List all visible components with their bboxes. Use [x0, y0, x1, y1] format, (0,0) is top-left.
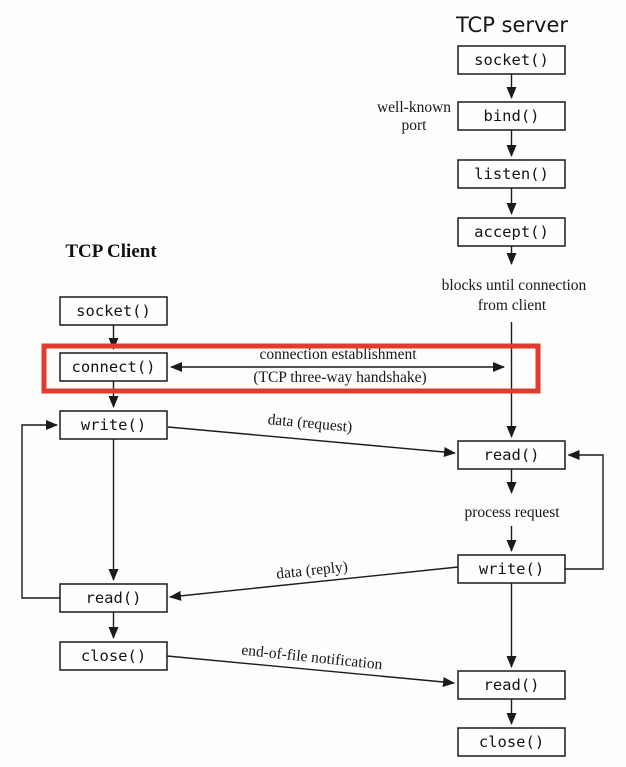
server-accept-node: accept(): [457, 217, 566, 247]
server-loop-write-to-read: [565, 450, 604, 570]
server-write-label: write(): [479, 560, 544, 578]
client-title: TCP Client: [65, 241, 157, 262]
client-socket-node: socket(): [59, 296, 168, 326]
server-listen-box: [457, 159, 566, 189]
server-accept-label: accept(): [474, 223, 549, 241]
highlight-box: [41, 343, 541, 394]
server-close-label: close(): [479, 733, 544, 751]
blocks-label-line2: from client: [478, 297, 547, 314]
server-listen-label: listen(): [474, 165, 549, 183]
server-read2-node: read(): [457, 670, 566, 700]
client-read-box: [59, 583, 168, 613]
server-close-box: [457, 727, 566, 757]
eof-notification-label: end-of-file notification: [241, 642, 384, 674]
process-request-label: process request: [464, 504, 560, 521]
client-connect-node: connect(): [59, 352, 168, 382]
client-write-node: write(): [59, 410, 168, 440]
server-socket-label: socket(): [474, 51, 549, 69]
client-socket-label: socket(): [76, 302, 151, 320]
server-read1-label: read(): [484, 446, 540, 464]
server-listen-node: listen(): [457, 159, 566, 189]
client-write-label: write(): [81, 416, 146, 434]
handshake-label-line2: (TCP three-way handshake): [253, 369, 426, 386]
server-read1-box: [457, 440, 566, 470]
eof-notification-arrow: [166, 655, 455, 687]
server-accept-box: [457, 217, 566, 247]
server-title: TCP server: [455, 13, 568, 37]
client-write-box: [59, 410, 168, 440]
server-socket-node: socket(): [457, 45, 566, 75]
client-connect-label: connect(): [72, 358, 156, 376]
handshake-label-line1: connection establishment: [259, 346, 417, 363]
server-close-node: close(): [457, 727, 566, 757]
server-read2-label: read(): [484, 676, 540, 694]
client-read-node: read(): [59, 583, 168, 613]
client-read-label: read(): [86, 589, 142, 607]
well-known-port-label-line2: port: [402, 117, 428, 134]
data-request-arrow: [167, 426, 456, 457]
client-close-label: close(): [81, 647, 146, 665]
client-socket-box: [59, 296, 168, 326]
well-known-port-label-line1: well-known: [377, 99, 451, 116]
server-read2-box: [457, 670, 566, 700]
data-reply-arrow: [169, 566, 459, 601]
server-bind-box: [457, 101, 566, 131]
blocks-label-line1: blocks until connection: [442, 277, 587, 294]
client-connect-box: [59, 352, 168, 382]
client-loop-read-to-write: [21, 420, 60, 599]
data-request-label: data (request): [267, 411, 353, 436]
client-close-box: [59, 641, 168, 671]
server-bind-label: bind(): [484, 107, 540, 125]
server-socket-box: [457, 45, 566, 75]
client-close-node: close(): [59, 641, 168, 671]
server-read1-node: read(): [457, 440, 566, 470]
server-write-box: [457, 554, 566, 584]
server-bind-node: bind(): [457, 101, 566, 131]
server-write-node: write(): [457, 554, 566, 584]
